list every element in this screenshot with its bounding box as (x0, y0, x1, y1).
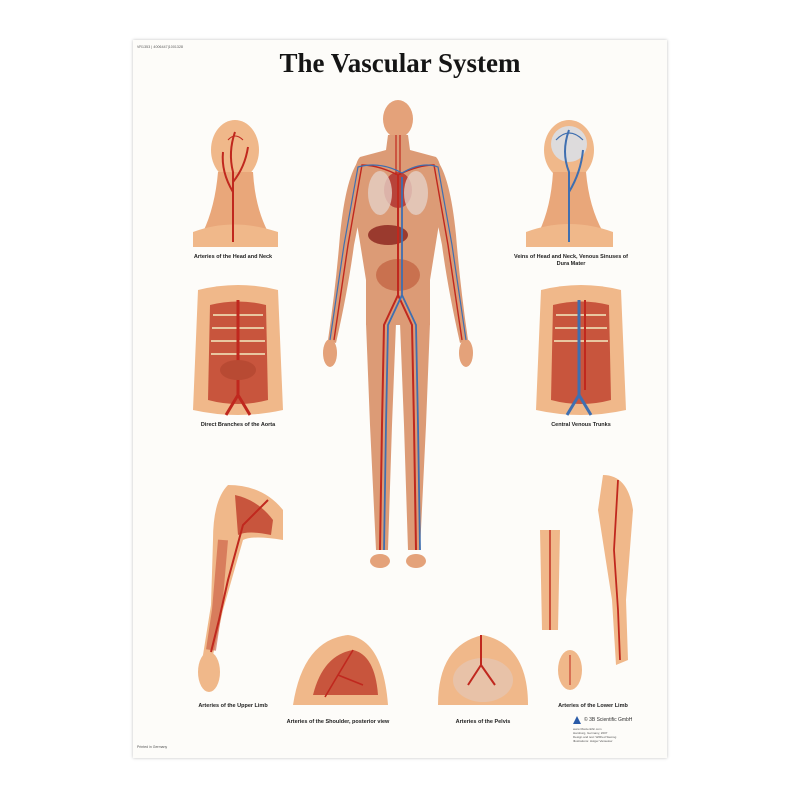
lower-limb-illustration (540, 475, 633, 690)
poster-title: The Vascular System (279, 48, 521, 78)
panel-central-venous-trunks: Central Venous Trunks (531, 280, 631, 428)
publisher-name: © 3B Scientific GmbH (584, 717, 633, 723)
head-neck-arteries-illustration (193, 120, 278, 247)
panel-caption: Veins of Head and Neck, Venous Sinuses o… (513, 254, 628, 267)
panel-head-neck-arteries: Arteries of the Head and Neck (173, 112, 293, 260)
panel-caption: Arteries of the Lower Limb (558, 703, 628, 709)
anatomy-poster: VR1353 | 4006447|1001328 The Vascular Sy… (133, 40, 667, 758)
panel-shoulder: Arteries of the Shoulder, posterior view (283, 625, 393, 725)
aorta-branches-illustration (193, 285, 283, 416)
panel-full-body (318, 95, 478, 615)
catalog-number: VR1353 | 4006447|1001328 (137, 45, 184, 49)
central-venous-trunks-illustration (536, 285, 626, 416)
publisher-logo-icon (573, 716, 581, 724)
panel-caption: Arteries of the Upper Limb (198, 703, 268, 709)
panel-pelvis: Arteries of the Pelvis (433, 625, 533, 725)
shoulder-illustration (293, 635, 388, 705)
panel-caption: Central Venous Trunks (551, 422, 611, 428)
full-body-vascular-illustration (323, 100, 473, 568)
publisher-imprint: www.3bscientific.com Hamburg, Germany, 2… (573, 727, 617, 743)
printed-in-note: Printed in Germany (137, 745, 168, 749)
panel-caption: Arteries of the Pelvis (455, 719, 511, 725)
panel-aorta-branches: Direct Branches of the Aorta (188, 280, 288, 428)
panel-caption: Arteries of the Head and Neck (193, 254, 273, 260)
panel-head-neck-veins: Veins of Head and Neck, Venous Sinuses o… (511, 112, 631, 267)
panel-caption: Direct Branches of the Aorta (200, 422, 276, 428)
head-neck-veins-illustration (526, 120, 613, 247)
panel-lower-limb: Arteries of the Lower Limb (528, 470, 658, 709)
upper-limb-illustration (198, 485, 283, 692)
panel-caption: Arteries of the Shoulder, posterior view (286, 719, 390, 725)
panel-upper-limb: Arteries of the Upper Limb (173, 480, 293, 709)
pelvis-illustration (438, 635, 528, 705)
